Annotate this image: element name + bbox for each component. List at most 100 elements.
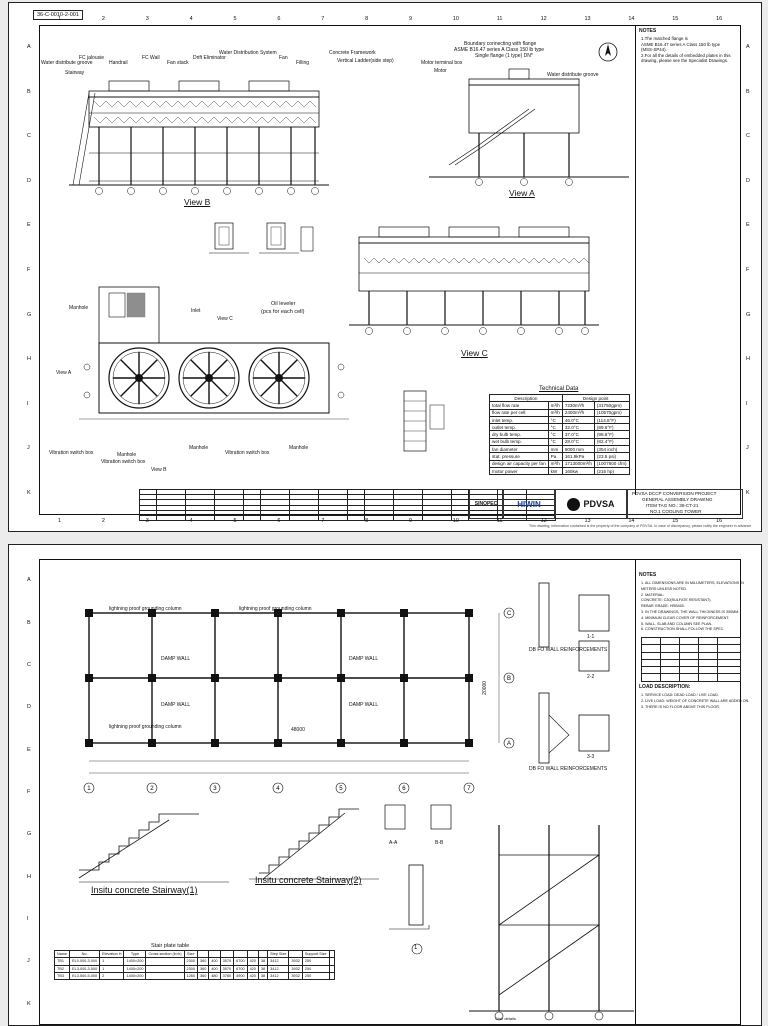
table-cell: 3412 — [267, 957, 290, 966]
column-mark — [148, 609, 156, 617]
load-title: LOAD DESCRIPTION: — [639, 684, 691, 690]
table-cell: 250 — [301, 971, 330, 981]
grid-letter: G — [27, 831, 32, 838]
drawing-sheet-1: 36-C-0010-2-001 — [8, 2, 762, 532]
column-mark — [274, 674, 282, 682]
label-damp-wall-4: DAMP WALL — [349, 656, 379, 662]
grid-letter: D — [27, 704, 31, 711]
stairway-2-drawing — [249, 808, 379, 880]
grid-number: 9 — [408, 518, 412, 524]
label-vertical-ladder: Vertical Ladder(side step) — [337, 58, 394, 64]
label-single-flange: Single flange (1 type) DN* — [475, 53, 533, 59]
section-2-2: 2-2 — [587, 674, 595, 680]
table-cell: m³/h — [547, 401, 563, 410]
grid-letter: J — [27, 445, 30, 452]
table-cell: 360 — [196, 964, 210, 973]
table-cell: 360 — [196, 971, 210, 981]
table-cell: total flow rate — [489, 401, 549, 410]
sinopec-text: SINOPEC — [474, 501, 498, 507]
doc-code: 36-C-0010-2-001 — [33, 10, 83, 21]
hiwin-logo: HIWIN — [503, 489, 555, 519]
detail-number-1: 1 — [414, 945, 418, 951]
axis-letter: B — [507, 676, 511, 682]
table-cell: 3780 — [219, 971, 235, 981]
title-line-1: GENERAL ASSEMBLY DRAWING — [642, 497, 713, 502]
grid-number: 4 — [189, 16, 193, 22]
stair-detail-1 — [389, 864, 430, 955]
axis-number: 7 — [467, 786, 471, 792]
label-inlet: Inlet — [191, 308, 201, 314]
table-cell: 37.0°C — [561, 430, 595, 439]
view-a-title: View A — [509, 188, 535, 198]
label-lightning-3: lightning proof grounding column — [109, 724, 182, 730]
column-mark — [85, 674, 93, 682]
table-cell: fan diameter — [489, 445, 549, 454]
footer-note: This drawing, information contained is t… — [529, 524, 752, 528]
label-view-a-arrow: View A — [56, 370, 72, 376]
grid-letter: A — [746, 44, 750, 51]
label-oil-leveler-sub: (pcs for each cell) — [261, 309, 305, 315]
note-line: 5. WALL, SLAB AND COLUMN SEE PLAN. — [641, 621, 713, 626]
detail-sections-small — [209, 222, 314, 254]
note-line: 2. MATERIAL: — [641, 592, 665, 597]
stairway-2-caption: Insitu concrete Stairway(2) — [255, 875, 362, 885]
table-cell: design air capacity per fan — [489, 459, 549, 468]
grid-letter: H — [746, 356, 750, 363]
axis-number: 6 — [402, 786, 406, 792]
grid-letter: B — [746, 88, 750, 95]
note-line: (MSS-SP44). — [641, 47, 667, 52]
label-handrail: Handrail — [109, 60, 128, 66]
axis-number: 2 — [150, 786, 154, 792]
table-cell — [328, 971, 335, 981]
column-mark — [274, 739, 282, 747]
grid-number: 10 — [452, 16, 459, 22]
column-mark — [400, 674, 408, 682]
table-cell: °C — [547, 423, 563, 432]
plan-total-width: 48000 — [291, 727, 305, 733]
header-cell: Type — [123, 949, 147, 959]
grid-number: 13 — [584, 518, 591, 524]
table-cell: m³/h — [547, 459, 563, 468]
section-a-a: A-A — [389, 840, 398, 846]
table-cell: (31750gpm) — [593, 401, 630, 410]
table-cell: (89.6°F) — [593, 423, 630, 432]
axis-letter: C — [507, 611, 512, 617]
header-cell: Support Size — [301, 949, 330, 959]
table-cell: 3570 — [219, 964, 235, 973]
label-vibration-switch-box-2: Vibration switch box — [101, 459, 146, 465]
grid-number: 12 — [540, 16, 547, 22]
table-cell: 3932 — [288, 971, 303, 981]
plan-depth: 20000 — [482, 680, 489, 695]
table-cell: (98.6°F) — [593, 430, 630, 439]
note-line: 3. THERE IS NO FLOOR ABOVE THIS FLOOR. — [641, 704, 720, 709]
grid-number: 14 — [628, 16, 635, 22]
section-b-b: B-B — [435, 840, 444, 846]
grid-letter: K — [746, 489, 750, 496]
label-water-distribute-groove-2: Water distribute groove — [547, 72, 599, 78]
grid-letter: K — [27, 1000, 31, 1007]
grid-number: 7 — [321, 518, 325, 524]
grid-letter: C — [27, 133, 31, 140]
label-damp-wall-3: DAMP WALL — [161, 656, 191, 662]
table-cell: 46.0°C — [561, 415, 595, 425]
note-line: 2. LIVE LOAD: WEIGHT OF CONCRETE WALL AR… — [641, 698, 750, 703]
column-mark — [337, 674, 345, 682]
label-vibration-switch-box-1: Vibration switch box — [49, 450, 94, 456]
table-cell: 1713000m³/h — [561, 459, 595, 468]
grid-number: 11 — [496, 518, 503, 524]
view-a-section — [429, 68, 629, 186]
grid-letter: C — [746, 133, 750, 140]
grid-number: 12 — [540, 518, 547, 524]
fan-icon — [248, 347, 310, 409]
view-b-elevation — [69, 80, 329, 195]
grid-letter: A — [27, 44, 31, 51]
table-cell: 3412 — [267, 964, 290, 973]
table-cell: 1 — [99, 957, 125, 966]
note-line: CONCRETE: C30(SULFATE RESISTANT). — [641, 598, 712, 603]
